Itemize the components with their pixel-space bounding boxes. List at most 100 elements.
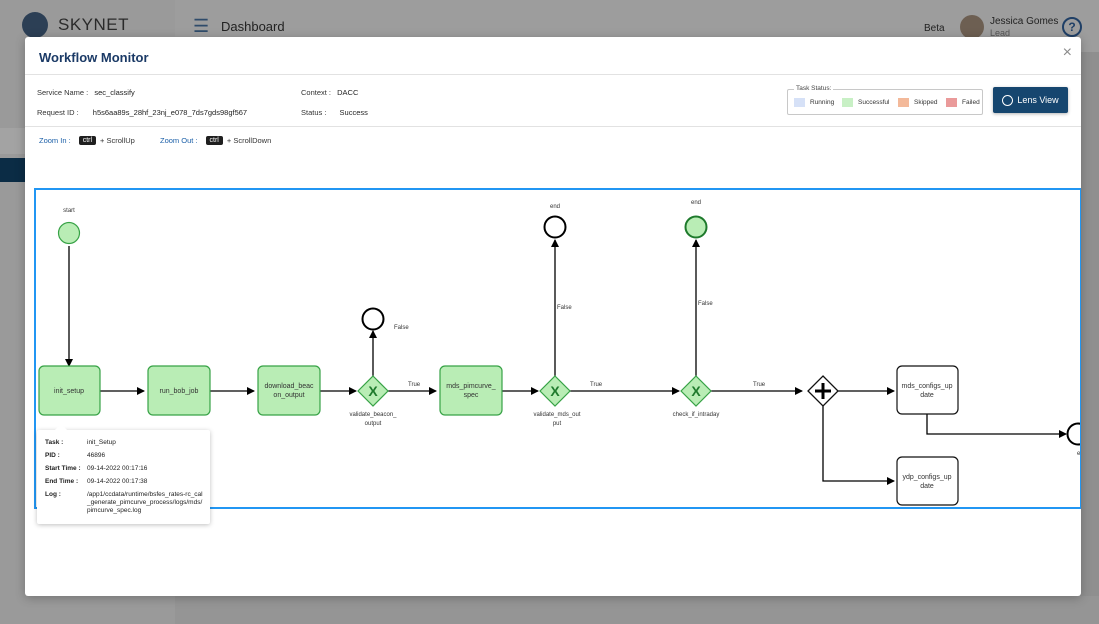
end-event-4[interactable]: end [1066, 422, 1082, 458]
tooltip-task-label: Task : [45, 439, 64, 446]
task-label: date [920, 392, 934, 399]
tooltip-task-row: Task : init_Setup [45, 439, 205, 447]
edge-label-false: False [698, 301, 713, 307]
task-ydp-configs-update[interactable]: ydp_configs_up date [896, 456, 959, 506]
gateway-label: check_if_intraday [673, 412, 720, 418]
gateway-check-if-intraday[interactable]: X check_if_intraday [673, 375, 720, 418]
legend-swatch [794, 98, 805, 107]
tooltip-start-row: Start Time : 09-14-2022 00:17:16 [45, 465, 205, 473]
legend-swatch [898, 98, 909, 107]
task-init-setup[interactable]: init_setup [38, 365, 101, 416]
gateway-validate-mds-output[interactable]: X validate_mds_out put [533, 375, 581, 427]
plus-icon [815, 383, 831, 399]
divider [25, 126, 1081, 127]
hamburger-menu-icon[interactable]: ☰ [193, 16, 210, 36]
task-mds-configs-update[interactable]: mds_configs_up date [896, 365, 959, 415]
header-title: Dashboard [221, 19, 285, 34]
sidebar-item[interactable] [0, 128, 25, 154]
edge-parallel-ydp [822, 405, 895, 485]
zoom-in-label: Zoom In : [39, 136, 71, 145]
edge-label-true: True [408, 382, 421, 388]
request-id-label: Request ID : [37, 108, 79, 117]
lens-view-button[interactable]: Lens View [993, 87, 1068, 113]
legend-label: Running [810, 99, 835, 106]
ctrl-key: ctrl [205, 136, 223, 145]
task-label: on_output [273, 392, 304, 399]
end-event-3[interactable]: end [684, 200, 708, 239]
user-role: Lead [990, 28, 1011, 38]
rocket-logo-icon [22, 12, 48, 38]
end-label: end [691, 200, 701, 206]
edge-label-true: True [590, 382, 603, 388]
workflow-diagram[interactable]: start init_setup run_bob_job download_be… [36, 190, 1081, 509]
start-label: start [63, 208, 75, 214]
modal-title: Workflow Monitor [39, 50, 149, 65]
brand-name: SKYNET [58, 15, 130, 34]
status-value: Success [339, 108, 368, 117]
close-icon[interactable]: × [1062, 44, 1072, 61]
sidebar-active-item[interactable] [0, 158, 25, 182]
end-event-1[interactable] [361, 307, 385, 331]
legend-item-failed: Failed [946, 98, 980, 107]
tooltip-end-value: 09-14-2022 00:17:38 [87, 478, 148, 485]
lens-view-label: Lens View [1017, 95, 1059, 105]
gateway-validate-beacon-output[interactable]: X validate_beacon_ output [349, 375, 397, 427]
status-label: Status : [301, 108, 327, 117]
service-name-row: Service Name : sec_classify [37, 88, 135, 97]
tooltip-log-row: Log : /app1/ccdata/runtime/bsfes_rates-r… [45, 491, 205, 515]
zoom-out-label: Zoom Out : [160, 136, 198, 145]
task-label: mds_pimcurve_ [446, 383, 496, 390]
legend-swatch [842, 98, 853, 107]
gateway-x-icon: X [691, 383, 701, 399]
edge-label-true: True [753, 382, 766, 388]
tooltip-end-label: End Time : [45, 478, 79, 485]
context-value: DACC [337, 88, 359, 97]
divider [25, 74, 1081, 75]
workflow-canvas[interactable]: start init_setup run_bob_job download_be… [34, 188, 1081, 509]
zoom-in-action: + ScrollUp [100, 136, 135, 145]
tooltip-log-label: Log : [45, 491, 61, 498]
tooltip-start-label: Start Time : [45, 465, 81, 472]
zoom-in-hint: Zoom In : ctrl + ScrollUp [39, 136, 135, 145]
gateway-label: put [553, 421, 562, 427]
legend-item-skipped: Skipped [898, 98, 938, 107]
brand: SKYNET [22, 12, 129, 38]
gateway-x-icon: X [550, 383, 560, 399]
gateway-label: output [365, 421, 382, 427]
gateway-label: validate_mds_out [533, 412, 580, 418]
service-name-label: Service Name : [37, 88, 89, 97]
beta-label: Beta [924, 23, 945, 34]
legend-label: Successful [858, 99, 890, 106]
edges [65, 239, 1067, 485]
request-id-row: Request ID : h5s6aa89s_28hf_23nj_e078_7d… [37, 108, 247, 117]
task-label: mds_configs_up [902, 383, 953, 390]
tooltip-task-value: init_Setup [87, 439, 116, 446]
gateway-x-icon: X [368, 383, 378, 399]
edge-label-false: False [557, 305, 572, 311]
avatar[interactable] [960, 15, 984, 39]
start-event[interactable] [57, 221, 81, 245]
task-label: spec [464, 392, 479, 399]
parallel-gateway[interactable] [807, 375, 839, 407]
task-download-beacon-output[interactable]: download_beac on_output [257, 365, 321, 416]
edge-label-false: False [394, 325, 409, 331]
help-icon[interactable]: ? [1062, 17, 1082, 37]
zoom-out-action: + ScrollDown [226, 136, 272, 145]
task-status-legend: Task Status: Running Successful Skipped … [787, 85, 983, 115]
tooltip-start-value: 09-14-2022 00:17:16 [87, 465, 148, 472]
zoom-out-hint: Zoom Out : ctrl + ScrollDown [160, 136, 271, 145]
app-footer-area [175, 596, 1099, 624]
legend-item-running: Running [794, 98, 834, 107]
end-label: end [550, 204, 560, 210]
edge-configs-end [926, 414, 1067, 438]
legend-item-successful: Successful [842, 98, 889, 107]
task-tooltip: Task : init_Setup PID : 46896 Start Time… [37, 424, 210, 524]
task-label: date [920, 483, 934, 490]
task-run-bob-job[interactable]: run_bob_job [147, 365, 211, 416]
context-row: Context : DACC [301, 88, 358, 97]
task-mds-pimcurve-spec[interactable]: mds_pimcurve_ spec [439, 365, 503, 416]
legend-caption: Task Status: [794, 85, 834, 92]
status-row: Status : Success [301, 108, 368, 117]
end-event-2[interactable]: end [543, 204, 567, 239]
legend-label: Skipped [914, 99, 938, 106]
